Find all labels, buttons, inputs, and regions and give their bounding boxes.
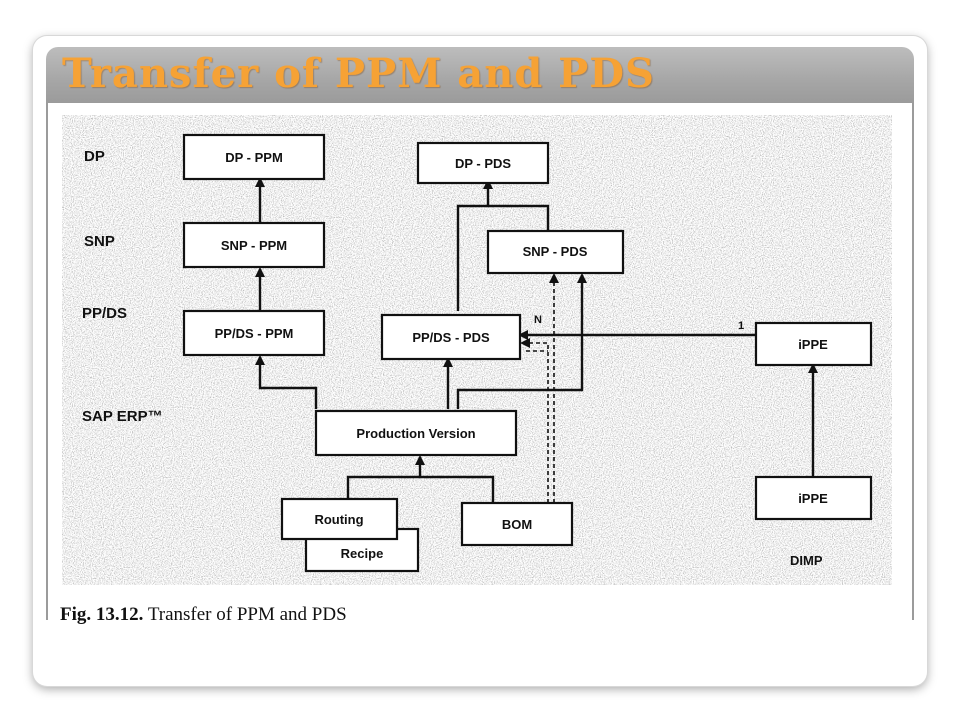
box-dp-ppm: DP - PPM <box>182 133 326 181</box>
connector-mark-1: 1 <box>738 320 744 332</box>
box-production-version-label: Production Version <box>356 426 475 441</box>
arrow-pv-to-ppds-ppm <box>255 355 318 409</box>
box-ppds-pds-label: PP/DS - PDS <box>412 330 490 345</box>
caption-number: Fig. 13.12. <box>60 604 144 625</box>
box-routing-label: Routing <box>314 512 363 527</box>
diagram-svg: DP SNP PP/DS SAP ERP™ DIMP <box>62 115 892 585</box>
dashed-arrow-bom-to-ppds-pds <box>520 338 549 503</box>
level-label-snp: SNP <box>84 233 115 250</box>
box-snp-pds-label: SNP - PDS <box>523 244 588 259</box>
arrow-ppds-pds-to-dp-pds <box>456 179 493 311</box>
box-ippe-bottom: iPPE <box>754 475 873 521</box>
box-dp-ppm-label: DP - PPM <box>225 150 283 165</box>
box-ippe-top-label: iPPE <box>798 337 828 352</box>
title-bar <box>46 47 914 103</box>
box-bom-label: BOM <box>502 517 532 532</box>
level-label-ppds: PP/DS <box>82 305 127 322</box>
slide-title: Transfer of PPM and PDS <box>62 50 655 97</box>
figure-caption: Fig. 13.12. Transfer of PPM and PDS <box>60 604 347 626</box>
box-bom: BOM <box>460 501 574 547</box>
caption-text: Transfer of PPM and PDS <box>147 604 347 625</box>
box-ippe-bottom-label: iPPE <box>798 491 828 506</box>
box-ippe-top: iPPE <box>754 321 873 367</box>
connectors <box>255 177 818 503</box>
box-ppds-pds: PP/DS - PDS <box>380 313 522 361</box>
level-label-erp: SAP ERP™ <box>82 408 163 425</box>
arrow-pv-to-snp-pds <box>456 273 587 409</box>
box-ppds-ppm: PP/DS - PPM <box>182 309 326 357</box>
level-label-dimp: DIMP <box>790 553 823 568</box>
line-snp-pds-to-dp-pds <box>488 204 550 231</box>
connector-mark-n: N <box>534 314 542 326</box>
box-snp-ppm: SNP - PPM <box>182 221 326 269</box>
box-routing: Routing <box>280 497 399 541</box>
box-recipe-label: Recipe <box>341 546 384 561</box>
box-production-version: Production Version <box>314 409 518 457</box>
box-snp-ppm-label: SNP - PPM <box>221 238 287 253</box>
level-label-dp: DP <box>84 148 105 165</box>
box-snp-pds: SNP - PDS <box>486 229 625 275</box>
diagram-figure: DP SNP PP/DS SAP ERP™ DIMP <box>46 103 914 620</box>
box-dp-pds-label: DP - PDS <box>455 156 511 171</box>
box-ppds-ppm-label: PP/DS - PPM <box>215 326 294 341</box>
box-dp-pds: DP - PDS <box>416 141 550 185</box>
